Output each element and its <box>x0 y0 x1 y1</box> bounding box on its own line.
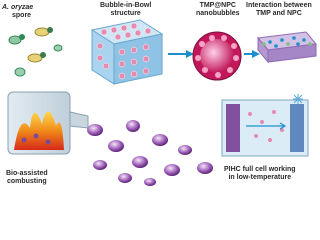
bowl-particle <box>132 156 148 168</box>
fire-icon <box>14 111 64 150</box>
vessel-spout <box>69 111 89 129</box>
full-cell-label-line2: in low-temperature <box>228 174 292 181</box>
interaction-label: Interaction between TMP and NPC <box>246 2 312 18</box>
bowl-particle <box>118 173 132 183</box>
bowl-particle <box>87 124 103 136</box>
snowflake-icon <box>293 94 303 104</box>
bowl-particle <box>144 178 156 186</box>
spore-icon <box>8 34 25 45</box>
bowl-particle <box>108 140 124 152</box>
full-cell-label: PIHC full cell working in low-temperatur… <box>224 166 296 182</box>
tmp-npc-interaction-layer <box>257 31 317 64</box>
nanobubbles-label-line2: nanobubbles <box>196 10 240 17</box>
bubble-in-bowl-cube <box>90 19 164 85</box>
spore-word: spore <box>12 12 32 19</box>
arrow-right-icon <box>244 50 260 58</box>
spore-icon <box>53 44 63 52</box>
bowl-particle <box>152 134 168 146</box>
full-cell-label-line1: PIHC full cell working <box>224 166 296 173</box>
spore-icon <box>34 27 53 37</box>
spore-label: A. oryzae spore <box>2 4 33 20</box>
combusting-label-line2: combusting <box>6 178 47 185</box>
spore-icon <box>14 67 26 77</box>
interaction-label-line1: Interaction between <box>246 2 312 9</box>
bowl-particle <box>164 164 180 176</box>
arrow-right-icon <box>168 50 194 58</box>
spore-icon <box>27 52 46 63</box>
combusting-label-line1: Bio-assisted <box>6 170 48 177</box>
combusting-label: Bio-assisted combusting <box>6 170 48 186</box>
spore-species: A. oryzae <box>2 4 34 11</box>
cathode-electrode <box>290 104 304 152</box>
bowl-particle <box>197 162 213 174</box>
ion-flow-arrow-icon <box>246 122 287 130</box>
nanobubbles-label-line1: TMP@NPC <box>199 2 236 9</box>
bowl-particle <box>178 145 192 155</box>
anode-electrode <box>226 104 240 152</box>
spore-cluster <box>8 27 63 77</box>
diagram-artwork <box>7 19 317 186</box>
bowl-particle <box>126 120 140 132</box>
bubble-in-bowl-label-line2: structure <box>110 10 141 17</box>
nanobubbles-label: TMP@NPC nanobubbles <box>196 2 240 18</box>
bubble-in-bowl-label: Bubble-in-Bowl structure <box>100 2 151 18</box>
interaction-label-line2: TMP and NPC <box>255 10 302 17</box>
combustion-vessel <box>7 91 89 155</box>
bowl-particles <box>87 120 213 186</box>
pihc-full-cell <box>221 94 309 157</box>
bubble-in-bowl-label-line1: Bubble-in-Bowl <box>100 2 152 9</box>
bowl-particle <box>93 160 107 170</box>
nanobubble-sphere <box>192 31 242 81</box>
graphical-abstract: A. oryzae spore Bubble-in-Bowl structure… <box>2 2 317 186</box>
